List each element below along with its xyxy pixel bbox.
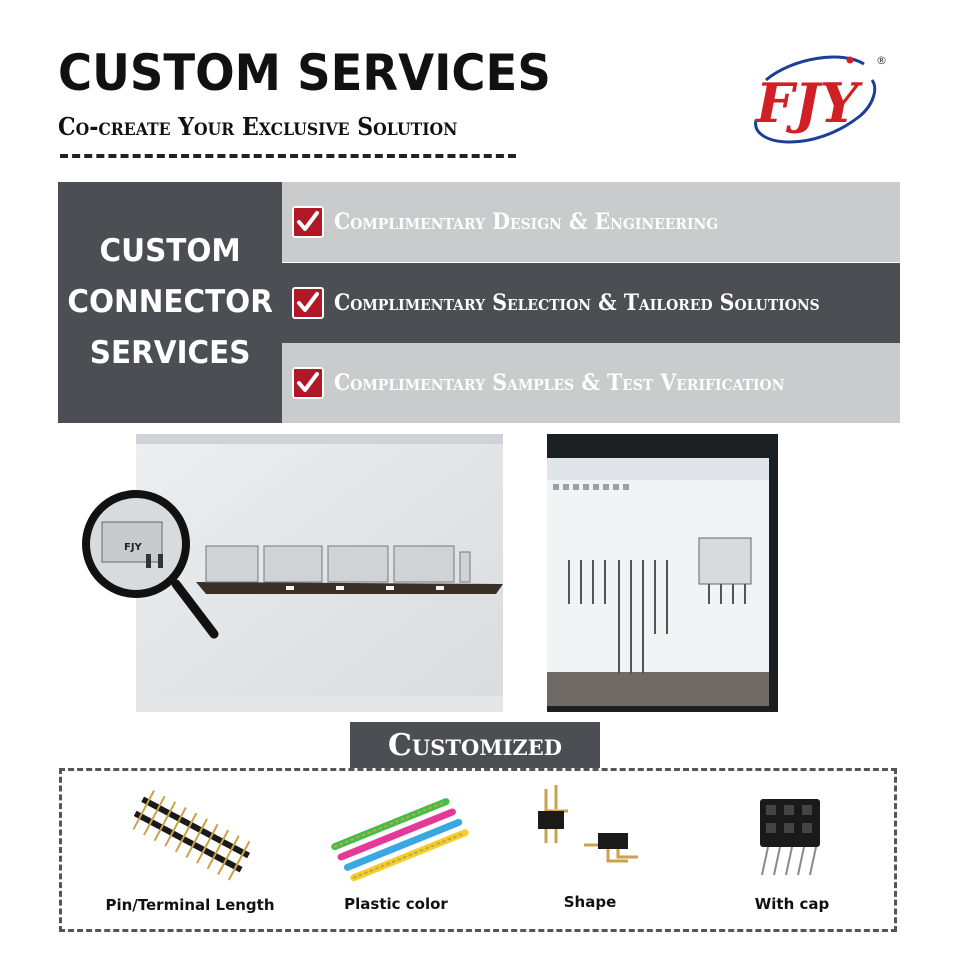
page-subtitle: Co-create Your Exclusive Solution — [58, 112, 458, 141]
customized-heading: Customized — [350, 722, 600, 768]
checkmark-icon — [292, 367, 324, 399]
capped-socket-icon — [760, 799, 820, 876]
option-label: With cap — [754, 895, 830, 913]
option-with-cap: With cap — [692, 783, 892, 933]
option-shape: Shape — [490, 783, 690, 933]
page-title: CUSTOM SERVICES — [58, 44, 551, 102]
registered-mark: ® — [876, 54, 887, 67]
services-heading: CUSTOM CONNECTOR SERVICES — [67, 233, 273, 371]
cad-connector-photo: FJY — [82, 434, 503, 712]
service-label: Complimentary Design & Engineering — [334, 209, 719, 235]
pin-header-icon — [132, 790, 251, 881]
option-label: Plastic color — [344, 895, 448, 913]
option-label: Shape — [563, 893, 617, 911]
dashed-divider — [60, 154, 516, 158]
colored-headers-icon — [331, 798, 469, 882]
checkmark-icon — [292, 206, 324, 238]
services-heading-panel: CUSTOM CONNECTOR SERVICES — [58, 182, 282, 423]
cad-pins-photo — [547, 434, 778, 712]
customized-options-box: Pin/Terminal Length Plastic color — [59, 768, 897, 932]
service-row-design: Complimentary Design & Engineering — [282, 182, 900, 262]
option-plastic-color: Plastic color — [296, 783, 496, 933]
service-row-samples: Complimentary Samples & Test Verificatio… — [282, 343, 900, 423]
service-label: Complimentary Samples & Test Verificatio… — [334, 370, 785, 396]
service-label: Complimentary Selection & Tailored Solut… — [334, 290, 820, 316]
checkmark-icon — [292, 287, 324, 319]
fjy-logo: FJY ® — [754, 54, 887, 144]
service-row-selection: Complimentary Selection & Tailored Solut… — [282, 263, 900, 343]
option-label: Pin/Terminal Length — [105, 896, 275, 914]
logo-text: FJY — [754, 71, 863, 135]
right-angle-header-icon — [538, 785, 638, 863]
photo-mark: FJY — [124, 542, 143, 553]
option-pin-length: Pin/Terminal Length — [90, 783, 290, 933]
services-panel: CUSTOM CONNECTOR SERVICES Complimentary … — [58, 182, 900, 423]
